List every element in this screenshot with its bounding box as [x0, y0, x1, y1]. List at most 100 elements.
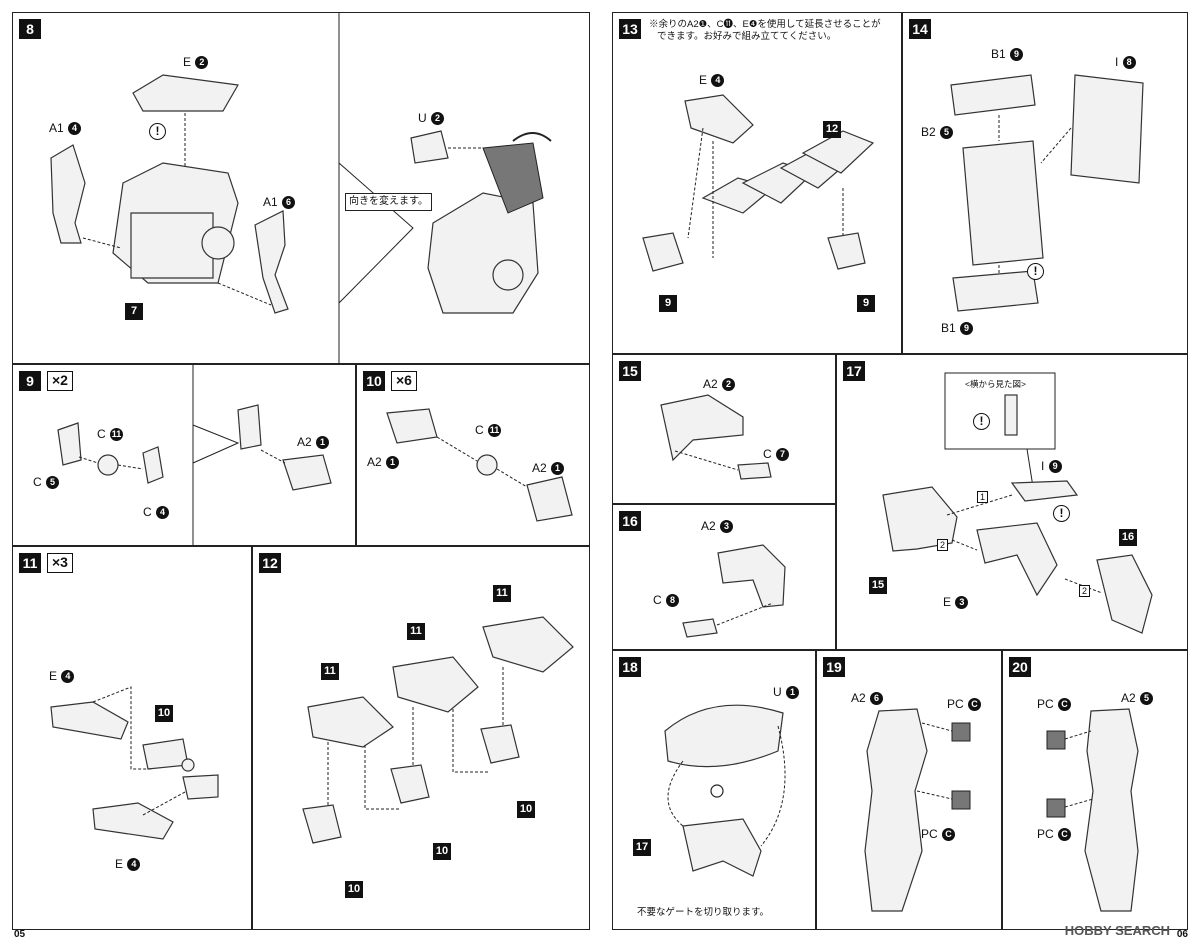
- watermark: HOBBY SEARCH: [1064, 923, 1170, 938]
- part-label-i8: I 8: [1115, 55, 1136, 70]
- part-number: 4: [156, 506, 170, 520]
- part-label-u2: U 2: [418, 111, 445, 126]
- part-number: 1: [786, 686, 800, 700]
- label-text: A2: [851, 691, 866, 705]
- label-text: U: [773, 685, 782, 699]
- label-text: C: [33, 475, 42, 489]
- label-text: U: [418, 111, 427, 125]
- part-label-a23: A2 3: [701, 519, 734, 534]
- label-text: C: [653, 593, 662, 607]
- part-label-b25: B2 5: [921, 125, 954, 140]
- step-20-illustration: [1046, 708, 1139, 912]
- part-label-pc2: PC C: [921, 827, 956, 842]
- step-number: 12: [259, 553, 281, 573]
- sub-assembly-17: 17: [633, 839, 651, 856]
- part-number: 9: [1048, 460, 1062, 474]
- step-number: 13: [619, 19, 641, 39]
- step-15-illustration: [660, 394, 772, 480]
- part-label-i9: I 9: [1041, 459, 1062, 474]
- sub-assembly-9: 9: [857, 295, 875, 312]
- sub-assembly-11: 11: [407, 623, 425, 640]
- label-text: E: [699, 73, 708, 87]
- step-number: 19: [823, 657, 845, 677]
- part-label-c8: C 8: [653, 593, 680, 608]
- step-11-panel: 11 ×3 E 4 10 E 4: [12, 546, 252, 930]
- step-number: 8: [19, 19, 41, 39]
- part-label-pc2: PC C: [1037, 827, 1072, 842]
- step-8-panel: 8 E 2 ! A1 4 A1 6 7 U 2 向きを変えます。: [12, 12, 590, 364]
- label-text: E: [115, 857, 124, 871]
- part-number: 7: [776, 448, 790, 462]
- part-label-c5: C 5: [33, 475, 60, 490]
- part-number: 1: [551, 462, 565, 476]
- quantity-badge: ×2: [47, 371, 73, 391]
- step-13-panel: 13 ※余りのA2❶、C⓫、E❹を使用して延長させることが できます。お好みで組…: [612, 12, 902, 354]
- label-text: C: [143, 505, 152, 519]
- part-number: 1: [316, 436, 330, 450]
- label-text: E: [183, 55, 192, 69]
- part-number: 5: [1140, 692, 1154, 706]
- label-text: C: [97, 427, 106, 441]
- note-line-1: ※余りのA2❶、C⓫、E❹を使用して延長させることが: [649, 19, 881, 30]
- step-number: 20: [1009, 657, 1031, 677]
- step-number: 18: [619, 657, 641, 677]
- step-12-illustration: [302, 616, 574, 844]
- sub-assembly-10: 10: [155, 705, 173, 722]
- part-number: 4: [68, 122, 82, 136]
- part-label-c11: C 11: [97, 427, 124, 442]
- label-text: PC: [947, 697, 964, 711]
- part-number: 2: [195, 56, 209, 70]
- part-label-a26: A2 6: [851, 691, 884, 706]
- step-19-illustration: [864, 708, 971, 912]
- part-label-e4: E 4: [699, 73, 725, 88]
- label-text: A1: [49, 121, 64, 135]
- label-text: B2: [921, 125, 936, 139]
- label-text: A2: [703, 377, 718, 391]
- step-17-illustration: [882, 372, 1153, 634]
- part-label-e2: E 2: [183, 55, 209, 70]
- label-text: PC: [1037, 697, 1054, 711]
- part-number: 5: [46, 476, 60, 490]
- callout-orientation: 向きを変えます。: [345, 193, 432, 211]
- caution-icon: !: [149, 123, 166, 140]
- part-label-e4b: E 4: [115, 857, 141, 872]
- part-number: 9: [1010, 48, 1024, 62]
- step-number: 11: [19, 553, 41, 573]
- part-number: C: [1058, 698, 1072, 712]
- part-label-e3: E 3: [943, 595, 969, 610]
- part-label-u1: U 1: [773, 685, 800, 700]
- label-text: E: [49, 669, 58, 683]
- step-8-illustration: [50, 13, 552, 363]
- part-number: 3: [955, 596, 969, 610]
- step-14-illustration: [950, 74, 1144, 312]
- callout-side-view: <横から見た図>: [965, 379, 1026, 389]
- part-number: 2: [431, 112, 445, 126]
- part-number: 11: [488, 424, 502, 438]
- step-15-panel: 15 A2 2 C 7: [612, 354, 836, 504]
- order-marker: 1: [977, 491, 988, 503]
- part-label-a21: A2 1: [297, 435, 330, 450]
- step-number: 16: [619, 511, 641, 531]
- order-marker: 2: [937, 539, 948, 551]
- part-label-c7: C 7: [763, 447, 790, 462]
- step-11-illustration: [50, 686, 219, 840]
- part-number: 11: [110, 428, 124, 442]
- label-text: B1: [991, 47, 1006, 61]
- part-number: C: [942, 828, 956, 842]
- caution-icon: !: [1053, 505, 1070, 522]
- step-number: 15: [619, 361, 641, 381]
- order-marker: 2: [1079, 585, 1090, 597]
- label-text: A2: [532, 461, 547, 475]
- part-number: 8: [666, 594, 680, 608]
- sub-assembly-10: 10: [433, 843, 451, 860]
- part-number: 1: [386, 456, 400, 470]
- part-label-a16: A1 6: [263, 195, 296, 210]
- part-label-b19a: B1 9: [991, 47, 1024, 62]
- part-number: 9: [960, 322, 974, 336]
- part-label-c4: C 4: [143, 505, 170, 520]
- step-20-panel: 20 PC C A2 5 PC C: [1002, 650, 1188, 930]
- part-label-a21b: A2 1: [532, 461, 565, 476]
- part-label-e4a: E 4: [49, 669, 75, 684]
- step-14-panel: 14 B1 9 I 8 B2 5 ! B1 9: [902, 12, 1188, 354]
- note-line-2: できます。お好みで組み立ててください。: [657, 31, 837, 42]
